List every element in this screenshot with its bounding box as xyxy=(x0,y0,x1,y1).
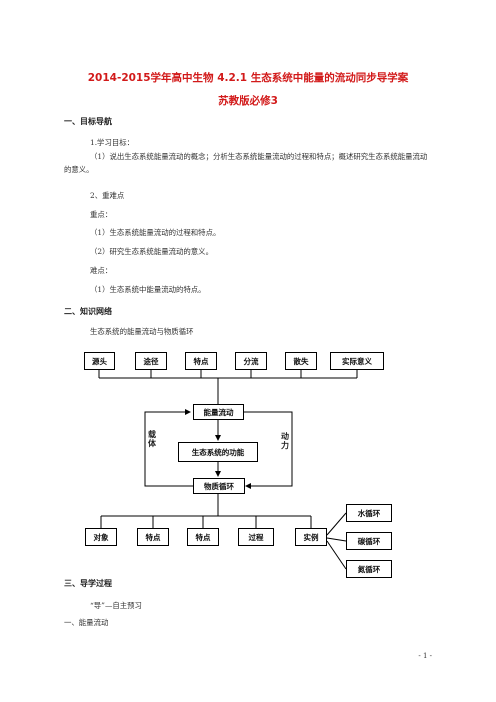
box-feature-2: 特点 xyxy=(137,528,169,546)
section1-heading: 一、目标导航 xyxy=(64,117,112,126)
difficulty-label: 难点： xyxy=(90,266,113,275)
box-practical-significance: 实际意义 xyxy=(330,352,384,370)
label-driving-force: 动力 xyxy=(281,432,289,450)
box-dissipation: 散失 xyxy=(285,352,317,370)
learning-goals-label: 1.学习目标： xyxy=(90,138,135,147)
focus-item-1: （1）生态系统能量流动的过程和特点。 xyxy=(90,228,221,237)
key-points-label: 2、重难点 xyxy=(90,191,125,200)
difficulty-item-1: （1）生态系统中能量流动的特点。 xyxy=(90,285,206,294)
document-title-line2: 苏教版必修3 xyxy=(218,95,278,107)
box-object: 对象 xyxy=(85,528,117,546)
box-example: 实例 xyxy=(295,528,327,546)
page-number: - 1 - xyxy=(418,652,432,660)
learning-goals-text: （1）说出生态系统能量流动的概念；分析生态系统能量流动的过程和特点；概述研究生态… xyxy=(64,152,428,174)
box-material-cycle: 物质循环 xyxy=(193,478,245,494)
box-source: 源头 xyxy=(84,352,115,370)
box-carbon-cycle: 碳循环 xyxy=(346,532,392,550)
document-title-line1: 2014-2015学年高中生物 4.2.1 生态系统中能量的流动同步导学案 xyxy=(87,72,409,84)
box-feature: 特点 xyxy=(185,352,217,370)
label-carrier: 载体 xyxy=(148,430,156,448)
box-nitrogen-cycle: 氮循环 xyxy=(346,560,392,578)
box-process: 过程 xyxy=(238,528,274,546)
focus-item-2: （2）研究生态系统能量流动的意义。 xyxy=(90,247,213,256)
network-subtitle: 生态系统的能量流动与物质循环 xyxy=(90,327,194,336)
focus-label: 重点： xyxy=(90,210,113,219)
section2-heading: 二、知识网络 xyxy=(64,307,112,316)
section3-heading: 三、导学过程 xyxy=(64,579,112,588)
energy-flow-heading: 一、能量流动 xyxy=(64,618,109,627)
box-pathway: 途径 xyxy=(135,352,167,370)
box-diversion: 分流 xyxy=(235,352,267,370)
preview-label: “导”—自主预习 xyxy=(90,601,142,610)
box-feature-3: 特点 xyxy=(187,528,219,546)
box-water-cycle: 水循环 xyxy=(346,504,392,522)
box-ecosystem-function: 生态系统的功能 xyxy=(178,442,258,462)
box-energy-flow: 能量流动 xyxy=(193,404,244,420)
